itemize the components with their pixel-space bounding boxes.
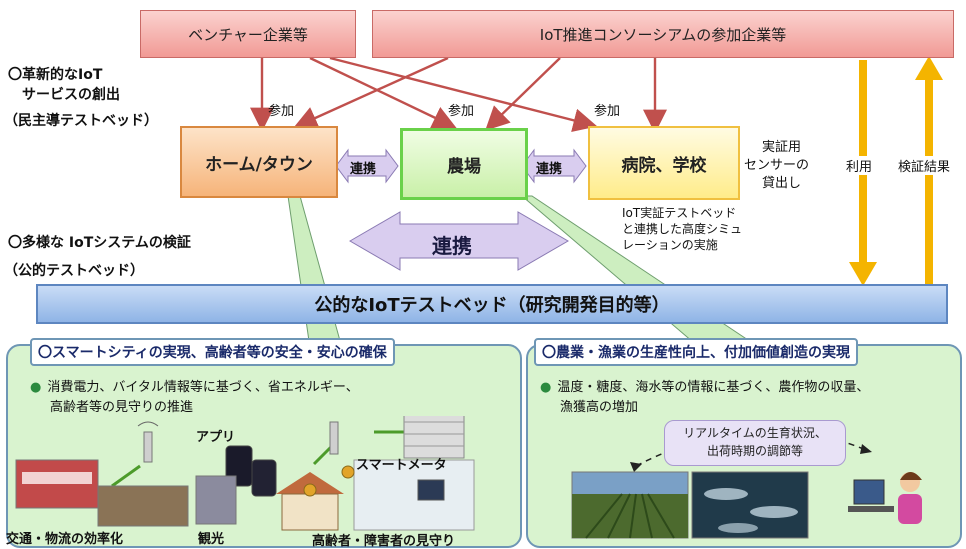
bullet-dot-icon: ● — [30, 380, 42, 395]
hospital-school-node: 病院、学校 — [588, 126, 740, 200]
smart-city-bullet-line2: 高齢者等の見守りの推進 — [50, 400, 194, 415]
home-town-node: ホーム/タウン — [180, 126, 338, 198]
logistics-photo — [97, 485, 189, 527]
smart-city-bullet: ● 消費電力、バイタル情報等に基づく、省エネルギー、 高齢者等の見守りの推進 — [30, 378, 359, 418]
arrow-consortium-farm — [485, 57, 561, 131]
agriculture-panel-title: 〇農業・漁業の生産性向上、付加価値創造の実現 — [534, 338, 858, 366]
use-label: 利用 — [844, 156, 875, 175]
hospital-school-label: 病院、学校 — [621, 155, 707, 176]
verify-arrow-head — [915, 56, 943, 80]
person-computer-icon — [848, 472, 922, 524]
smart-home-illustration — [353, 459, 475, 531]
sensor-lend-line3: 貸出し — [762, 176, 802, 191]
simulation-note-line2: と連携した高度シミュ — [622, 222, 743, 236]
consortium-box: IoT推進コンソーシアムの参加企業等 — [372, 10, 954, 58]
bullet-dot-icon: ● — [540, 380, 552, 395]
house-icon — [276, 472, 344, 531]
smart-meter-label: スマートメータ — [356, 458, 447, 473]
antenna-icon-2 — [329, 421, 339, 455]
field-photo — [571, 471, 689, 539]
big-link-arrow — [349, 211, 569, 271]
home-town-label: ホーム/タウン — [205, 154, 313, 175]
sensor-lend-line2: センサーの — [744, 158, 810, 173]
fish-photo — [691, 471, 809, 539]
venture-label: ベンチャー企業等 — [188, 25, 308, 44]
link-arrow-1 — [335, 148, 399, 184]
sensor-lend-line1: 実証用 — [762, 140, 802, 155]
arrow-consortium-home — [293, 56, 449, 130]
agriculture-bullet: ● 温度・糖度、海水等の情報に基づく、農作物の収量、 漁獲高の増加 — [540, 378, 869, 418]
farm-node: 農場 — [400, 128, 528, 200]
smart-city-panel-title: 〇スマートシティの実現、高齢者等の安全・安心の確保 — [30, 338, 395, 366]
smart-city-bullet-line1: 消費電力、バイタル情報等に基づく、省エネルギー、 — [47, 380, 359, 395]
public-testbed-label: （公的テストベッド） — [4, 263, 144, 279]
verify-result-label: 検証結果 — [896, 156, 953, 175]
realtime-bubble-line2: 出荷時期の調節等 — [706, 444, 803, 458]
venture-box: ベンチャー企業等 — [140, 10, 356, 58]
public-testbed-bar: 公的なIoTテストベッド（研究開発目的等） — [36, 284, 948, 324]
diverse-verification-label: 〇多様な IoTシステムの検証 — [8, 235, 191, 251]
tourism-photo — [195, 475, 237, 525]
arrow-venture-farm — [309, 56, 457, 129]
realtime-bubble: リアルタイムの生育状況、 出荷時期の調節等 — [664, 420, 846, 466]
arrow-venture-hospital — [329, 56, 598, 133]
simulation-note-line1: IoT実証テストベッド — [622, 206, 737, 220]
tablet-icon — [417, 479, 445, 501]
realtime-bubble-line1: リアルタイムの生育状況、 — [683, 426, 827, 440]
simulation-note-line3: レーションの実施 — [622, 238, 718, 252]
agriculture-illustrations — [571, 429, 922, 539]
link-arrow-2 — [521, 148, 587, 184]
smart-city-illustrations — [15, 416, 475, 531]
consortium-label: IoT推進コンソーシアムの参加企業等 — [539, 25, 787, 44]
elderly-watch-label: 高齢者・障害者の見守り — [312, 534, 456, 549]
participation-label-2: 参加 — [448, 104, 475, 119]
innovative-line1: 〇革新的なIoT — [8, 67, 103, 83]
antenna-icon — [137, 421, 159, 463]
farm-label: 農場 — [447, 156, 481, 177]
home-funnel — [287, 195, 343, 349]
app-label: アプリ — [196, 430, 236, 445]
transport-logistics-label: 交通・物流の効率化 — [6, 532, 124, 547]
tourism-label: 観光 — [198, 532, 225, 547]
private-testbed-label: （民主導テストベッド） — [4, 113, 158, 129]
use-arrow-head — [849, 262, 877, 286]
link-label-1: 連携 — [350, 162, 377, 177]
agriculture-bullet-line2: 漁獲高の増加 — [560, 400, 639, 415]
big-link-label: 連携 — [432, 234, 472, 258]
participation-label-1: 参加 — [268, 104, 295, 119]
participation-label-3: 参加 — [594, 104, 621, 119]
innovative-line2: サービスの創出 — [8, 87, 120, 103]
agriculture-bullet-line1: 温度・糖度、海水等の情報に基づく、農作物の収量、 — [557, 380, 870, 395]
public-testbed-bar-label: 公的なIoTテストベッド（研究開発目的等） — [314, 295, 670, 316]
link-label-2: 連携 — [536, 162, 563, 177]
